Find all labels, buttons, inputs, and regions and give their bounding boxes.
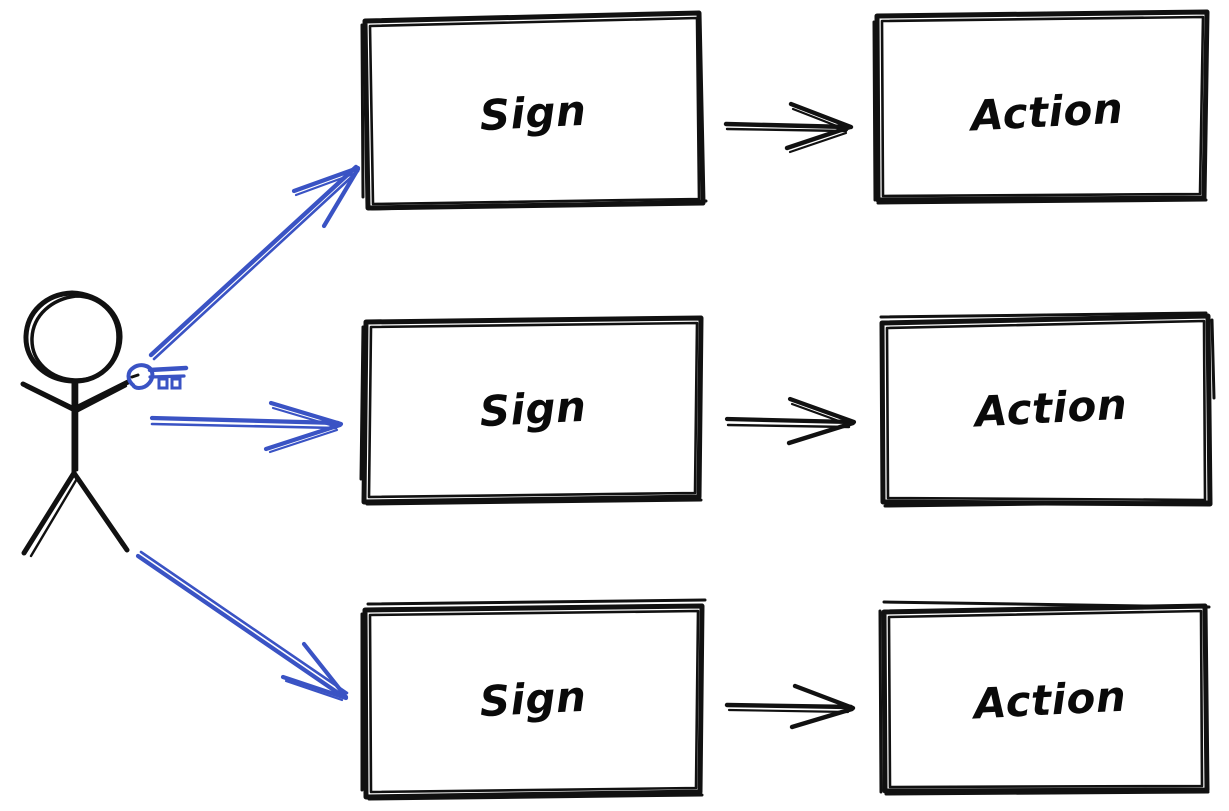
sign-label-row-2: Sign: [478, 381, 588, 437]
action-box-row-3[interactable]: [878, 600, 1211, 796]
action-box-row-2[interactable]: [879, 311, 1216, 508]
action-label-row-3: Action: [972, 671, 1128, 729]
link-arrow-row-3[interactable]: [724, 683, 856, 730]
stick-figure-head: [23, 290, 123, 384]
sign-box-row-2[interactable]: [359, 315, 704, 506]
action-label-row-2: Action: [973, 379, 1129, 437]
stick-figure-legs: [21, 470, 130, 558]
pointer-arrow-row-2[interactable]: [149, 400, 344, 454]
sign-box-row-3[interactable]: [360, 598, 707, 801]
action-label-row-1: Action: [969, 83, 1125, 141]
sign-box-row-1[interactable]: [360, 10, 708, 211]
sign-label-row-1: Sign: [478, 85, 588, 141]
stick-figure-arms: [20, 379, 131, 414]
sign-label-row-3: Sign: [478, 671, 588, 727]
action-box-row-1[interactable]: [872, 9, 1210, 205]
link-arrow-row-2[interactable]: [724, 396, 857, 446]
link-arrow-row-1[interactable]: [723, 101, 854, 154]
pointer-arrow-row-3[interactable]: [135, 550, 349, 702]
blue-key-object[interactable]: [126, 363, 189, 391]
stick-figure-person[interactable]: [20, 290, 131, 558]
pointer-arrow-row-1[interactable]: [148, 164, 361, 361]
stick-figure-spine: [71, 378, 79, 477]
